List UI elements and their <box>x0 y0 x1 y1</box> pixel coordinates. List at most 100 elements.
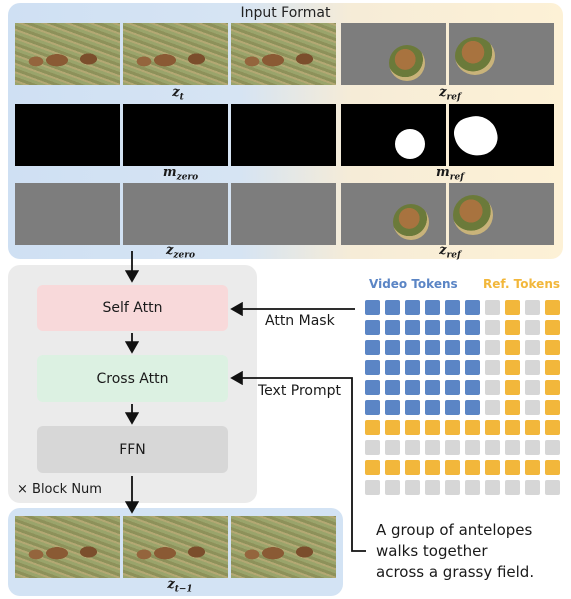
token-cell <box>425 320 440 335</box>
label-z-ref-2: zref <box>439 243 461 261</box>
ref-object-image <box>455 37 495 75</box>
token-cell <box>385 440 400 455</box>
ref-frame <box>449 23 554 85</box>
token-cell <box>525 340 540 355</box>
token-cell <box>465 380 480 395</box>
token-cell <box>545 440 560 455</box>
token-cell <box>505 420 520 435</box>
token-cell <box>405 480 420 495</box>
token-cell <box>505 360 520 375</box>
token-cell <box>485 320 500 335</box>
token-cell <box>545 380 560 395</box>
token-cell <box>525 460 540 475</box>
token-cell <box>465 300 480 315</box>
token-cell <box>545 480 560 495</box>
ref-object-image <box>453 195 493 235</box>
token-cell <box>485 360 500 375</box>
ref-frame <box>341 183 446 245</box>
label-z-t-minus-1: zt−1 <box>167 577 193 595</box>
ref-frame <box>449 183 554 245</box>
token-cell <box>525 420 540 435</box>
token-cell <box>385 460 400 475</box>
token-cell <box>445 400 460 415</box>
token-cell <box>365 400 380 415</box>
token-cell <box>545 460 560 475</box>
token-cell <box>525 320 540 335</box>
token-cell <box>365 360 380 375</box>
token-cell <box>465 480 480 495</box>
text-prompt-label: Text Prompt <box>258 383 341 399</box>
text-prompt: A group of antelopes walks together acro… <box>376 520 534 583</box>
zero-frame <box>123 183 228 245</box>
mask-frame <box>231 104 336 166</box>
mask-frame <box>123 104 228 166</box>
token-cell <box>385 320 400 335</box>
token-cell <box>365 480 380 495</box>
video-frame <box>123 23 228 85</box>
token-cell <box>485 340 500 355</box>
attn-mask-label: Attn Mask <box>265 313 335 329</box>
token-cell <box>525 300 540 315</box>
label-m-ref: mref <box>435 165 465 183</box>
token-cell <box>365 440 380 455</box>
token-cell <box>465 420 480 435</box>
token-cell <box>465 320 480 335</box>
output-frame <box>123 516 228 578</box>
token-cell <box>445 360 460 375</box>
token-cell <box>445 440 460 455</box>
token-cell <box>465 360 480 375</box>
token-cell <box>445 380 460 395</box>
token-cell <box>385 360 400 375</box>
prompt-line: walks together <box>376 542 488 560</box>
token-cell <box>365 420 380 435</box>
token-cell <box>505 460 520 475</box>
self-attn-block: Self Attn <box>37 285 228 331</box>
block-num-label: × Block Num <box>17 482 102 497</box>
token-cell <box>385 340 400 355</box>
token-cell <box>425 420 440 435</box>
token-cell <box>485 440 500 455</box>
token-cell <box>505 440 520 455</box>
token-cell <box>525 480 540 495</box>
token-cell <box>445 420 460 435</box>
ref-frame <box>341 23 446 85</box>
label-z-ref: zref <box>439 85 461 103</box>
label-m-zero: mzero <box>162 165 199 183</box>
token-cell <box>425 300 440 315</box>
token-cell <box>425 360 440 375</box>
token-cell <box>505 400 520 415</box>
token-cell <box>365 380 380 395</box>
token-cell <box>365 300 380 315</box>
ref-object-image <box>393 204 429 240</box>
ffn-block: FFN <box>37 426 228 473</box>
token-cell <box>485 380 500 395</box>
token-cell <box>385 420 400 435</box>
token-cell <box>445 340 460 355</box>
token-cell <box>485 420 500 435</box>
token-cell <box>545 400 560 415</box>
cross-attn-block: Cross Attn <box>37 355 228 402</box>
token-cell <box>405 360 420 375</box>
token-cell <box>365 340 380 355</box>
token-cell <box>505 480 520 495</box>
token-cell <box>445 300 460 315</box>
token-cell <box>365 320 380 335</box>
token-cell <box>405 460 420 475</box>
mask-shape <box>395 129 425 159</box>
token-cell <box>465 340 480 355</box>
video-frame <box>15 23 120 85</box>
token-cell <box>425 460 440 475</box>
mask-frame <box>15 104 120 166</box>
token-cell <box>405 400 420 415</box>
token-cell <box>405 300 420 315</box>
token-cell <box>545 340 560 355</box>
token-cell <box>445 460 460 475</box>
ref-object-image <box>389 45 425 81</box>
token-cell <box>505 320 520 335</box>
token-cell <box>385 400 400 415</box>
token-cell <box>385 480 400 495</box>
token-cell <box>545 300 560 315</box>
zero-frame <box>231 183 336 245</box>
token-cell <box>525 360 540 375</box>
